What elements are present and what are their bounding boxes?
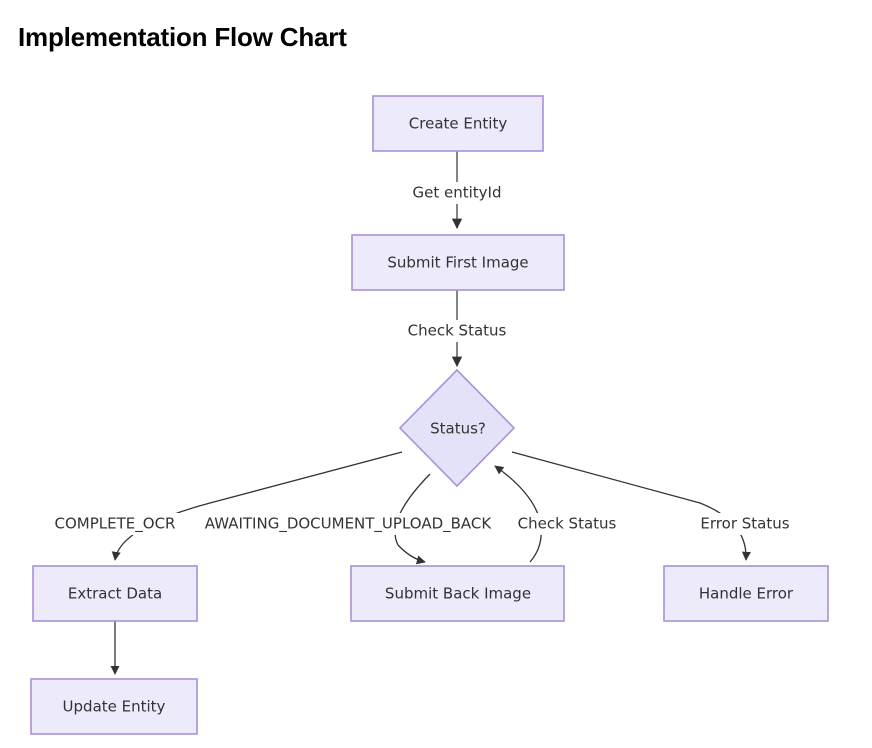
edge-create-entity-to-submit-first: Get entityId bbox=[400, 151, 514, 230]
edge-label-complete-ocr: COMPLETE_OCR bbox=[55, 515, 176, 534]
edge-line bbox=[394, 473, 431, 565]
node-update-entity[interactable]: Update Entity bbox=[30, 678, 198, 735]
node-label-submit-back-image: Submit Back Image bbox=[385, 585, 531, 603]
edge-line bbox=[111, 451, 403, 561]
node-label-status: Status? bbox=[430, 420, 486, 438]
edge-label-check-status-1: Check Status bbox=[408, 322, 507, 340]
node-handle-error[interactable]: Handle Error bbox=[663, 565, 829, 622]
node-shape[interactable] bbox=[351, 234, 565, 291]
node-shape[interactable] bbox=[372, 95, 544, 152]
node-shape[interactable] bbox=[398, 368, 516, 488]
node-shape[interactable] bbox=[350, 565, 565, 622]
node-label-handle-error: Handle Error bbox=[699, 585, 794, 603]
edge-status-to-handle-error: Error Status bbox=[511, 451, 798, 561]
edge-submit-first-to-status: Check Status bbox=[398, 290, 517, 368]
edge-label-error-status: Error Status bbox=[700, 515, 789, 533]
edge-label-backdrop bbox=[398, 320, 517, 342]
edge-label-backdrop bbox=[694, 513, 798, 535]
node-shape[interactable] bbox=[663, 565, 829, 622]
edge-label-backdrop bbox=[514, 513, 622, 535]
node-shape[interactable] bbox=[30, 678, 198, 735]
node-extract-data[interactable]: Extract Data bbox=[32, 565, 198, 622]
edge-label-get-entityid: Get entityId bbox=[413, 184, 502, 202]
node-status-decision[interactable]: Status? bbox=[398, 368, 516, 488]
node-label-update-entity: Update Entity bbox=[63, 698, 166, 716]
edge-label-backdrop bbox=[200, 513, 497, 535]
edge-line bbox=[511, 451, 751, 561]
edge-label-backdrop bbox=[400, 182, 514, 204]
node-create-entity[interactable]: Create Entity bbox=[372, 95, 544, 152]
node-label-extract-data: Extract Data bbox=[68, 585, 162, 603]
node-label-create-entity: Create Entity bbox=[409, 115, 508, 133]
edge-label-backdrop bbox=[50, 513, 181, 535]
node-label-submit-first-image: Submit First Image bbox=[387, 254, 528, 272]
edge-status-to-extract-data: COMPLETE_OCR bbox=[50, 451, 403, 561]
page-title: Implementation Flow Chart bbox=[18, 22, 347, 52]
node-submit-back-image[interactable]: Submit Back Image bbox=[350, 565, 565, 622]
node-shape[interactable] bbox=[32, 565, 198, 622]
edge-status-to-submit-back: AWAITING_DOCUMENT_UPLOAD_BACK bbox=[200, 473, 497, 565]
edge-label-awaiting-document-upload-back: AWAITING_DOCUMENT_UPLOAD_BACK bbox=[205, 515, 493, 534]
edge-submit-back-to-status: Check Status bbox=[494, 465, 622, 563]
node-submit-first-image[interactable]: Submit First Image bbox=[351, 234, 565, 291]
edge-label-check-status-2: Check Status bbox=[518, 515, 617, 533]
